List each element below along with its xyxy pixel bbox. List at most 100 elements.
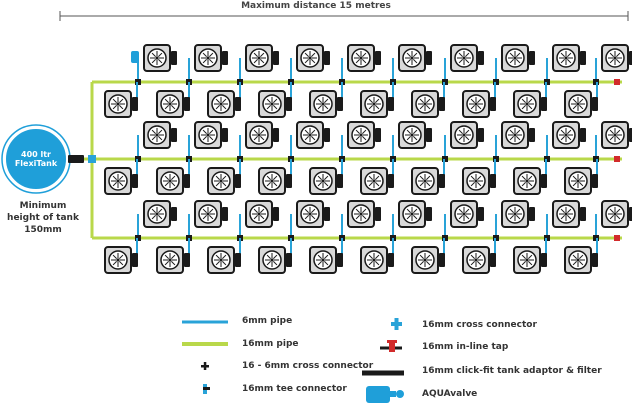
- legend-tee-icon: [203, 384, 210, 394]
- pot: [513, 90, 547, 118]
- tank-label-line2: FlexiTank: [14, 159, 58, 168]
- pot: [552, 44, 586, 72]
- aquavalve-icon: [592, 174, 598, 188]
- pot: [564, 90, 598, 118]
- pot: [207, 167, 241, 195]
- pot-grid: [104, 44, 632, 274]
- aquavalve-icon: [439, 174, 445, 188]
- aquavalve-icon: [132, 97, 138, 111]
- legend-cross-16-label: 16mm cross connector: [422, 320, 537, 330]
- aquavalve-icon: [184, 253, 190, 267]
- aquavalve-icon: [375, 51, 381, 65]
- pot: [601, 200, 632, 228]
- pot: [411, 90, 445, 118]
- pot: [501, 200, 535, 228]
- aquavalve-icon: [132, 253, 138, 267]
- aquavalve-icon: [171, 207, 177, 221]
- aquavalve-icon: [132, 174, 138, 188]
- aquavalve-icon: [426, 128, 432, 142]
- pot: [601, 121, 632, 149]
- pot: [194, 44, 228, 72]
- pot: [245, 121, 279, 149]
- pot: [309, 246, 343, 274]
- distance-dimension: [59, 11, 629, 21]
- legend-tank-adaptor-label: 16mm click-fit tank adaptor & filter: [422, 366, 602, 376]
- pot: [296, 200, 330, 228]
- legend-cross-16-6-label: 16 - 6mm cross connector: [242, 361, 374, 371]
- aquavalve-icon: [478, 51, 484, 65]
- pot: [104, 90, 138, 118]
- pot: [601, 44, 632, 72]
- aquavalve-icon: [222, 207, 228, 221]
- aquavalve-icon: [184, 174, 190, 188]
- min-height-line1: Minimum: [19, 201, 67, 211]
- aquavalve-icon: [388, 253, 394, 267]
- aquavalve-icon: [541, 253, 547, 267]
- pot: [360, 167, 394, 195]
- pot: [462, 167, 496, 195]
- pot: [104, 167, 138, 195]
- aquavalve-icon: [580, 207, 586, 221]
- pot: [207, 90, 241, 118]
- pot: [462, 90, 496, 118]
- pot: [258, 167, 292, 195]
- aquavalve-icon: [337, 174, 343, 188]
- aquavalve-icon: [439, 97, 445, 111]
- pot: [462, 246, 496, 274]
- pot: [513, 167, 547, 195]
- pot: [552, 121, 586, 149]
- pot: [564, 246, 598, 274]
- pot: [156, 246, 190, 274]
- pot: [450, 121, 484, 149]
- aquavalve-icon: [478, 128, 484, 142]
- legend-aquavalve-icon: [366, 386, 404, 403]
- pot: [258, 90, 292, 118]
- distance-label: Maximum distance 15 metres: [241, 1, 391, 11]
- aquavalve-icon: [580, 51, 586, 65]
- pot: [309, 167, 343, 195]
- pot: [398, 44, 432, 72]
- inline-tap-icon: [614, 235, 620, 241]
- min-height-line2: height of tank: [7, 213, 79, 223]
- pot: [104, 246, 138, 274]
- legend-cross-16-6-icon: [201, 362, 209, 370]
- pot: [258, 246, 292, 274]
- pot: [296, 121, 330, 149]
- pot: [347, 200, 381, 228]
- aquavalve-icon: [235, 253, 241, 267]
- pot: [296, 44, 330, 72]
- pot: [156, 90, 190, 118]
- pot: [245, 200, 279, 228]
- pot: [245, 44, 279, 72]
- aquavalve-icon: [529, 207, 535, 221]
- aquavalve-icon: [426, 207, 432, 221]
- pot: [513, 246, 547, 274]
- pot: [143, 121, 177, 149]
- aquavalve-icon: [541, 174, 547, 188]
- legend-aquavalve-label: AQUAvalve: [422, 389, 478, 399]
- pot: [347, 121, 381, 149]
- pot: [411, 246, 445, 274]
- cross-16mm-connector-icon: [88, 155, 96, 163]
- aquavalve-icon: [131, 51, 139, 63]
- pot: [360, 246, 394, 274]
- pot: [207, 246, 241, 274]
- aquavalve-icon: [629, 207, 632, 221]
- pot: [309, 90, 343, 118]
- pot: [194, 200, 228, 228]
- aquavalve-icon: [273, 128, 279, 142]
- aquavalve-icon: [324, 51, 330, 65]
- tank-adaptor-icon: [68, 155, 84, 163]
- legend-inline-tap-icon: [380, 340, 402, 352]
- aquavalve-icon: [490, 97, 496, 111]
- aquavalve-icon: [490, 174, 496, 188]
- aquavalve-icon: [324, 128, 330, 142]
- aquavalve-icon: [478, 207, 484, 221]
- pot: [143, 200, 177, 228]
- pot: [194, 121, 228, 149]
- aquavalve-icon: [286, 97, 292, 111]
- aquavalve-icon: [184, 97, 190, 111]
- aquavalve-icon: [222, 51, 228, 65]
- pot: [501, 121, 535, 149]
